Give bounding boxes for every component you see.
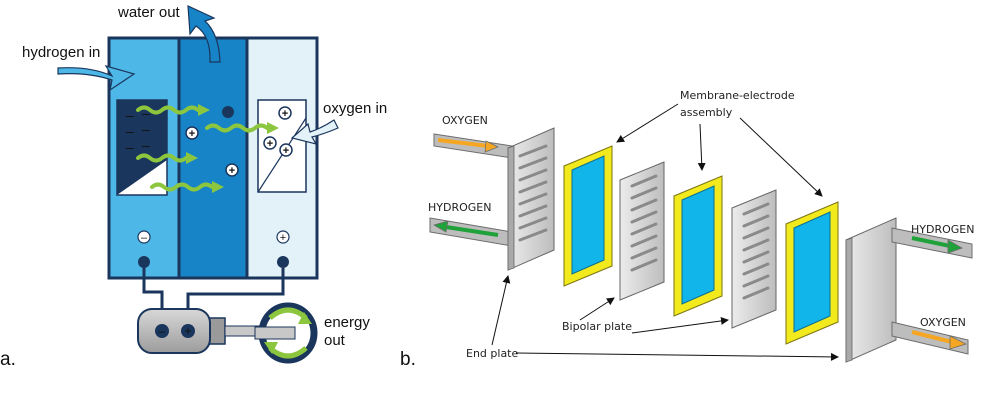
leader-end-plate-left [491,275,511,346]
membrane-electrode-assembly-1 [563,145,613,287]
cathode-plus-1: + [278,106,292,120]
svg-text:–: – [159,324,166,338]
svg-text:+: + [189,128,195,140]
leader-bipolar-2 [631,316,729,334]
oxygen-in-arrow [290,119,339,145]
membrane-electrode-assembly-2 [673,175,723,317]
svg-text:+: + [267,138,273,150]
panel-a-letter: a. [0,349,16,370]
svg-text:+: + [283,145,289,157]
oxygen-left-label: OXYGEN [442,114,488,127]
proton-marker-1: + [185,126,199,140]
hydrogen-in-label: hydrogen in [22,44,100,61]
anode-minus-6: – [142,137,150,153]
energy-out-label-line2: out [324,332,346,349]
panel-b-letter: b. [400,349,416,370]
svg-text:+: + [184,324,191,338]
hydrogen-in-arrow [57,65,136,92]
end-plate-left [507,127,555,271]
wavy-arrow-4 [150,182,214,192]
electric-motor: – + [137,308,271,354]
anode-minus-1: – [126,107,134,123]
svg-text:–: – [141,232,148,244]
membrane-electrode-assembly-3 [785,201,839,345]
oxygen-right-label: OXYGEN [920,316,966,329]
leader-bipolar-1 [579,297,615,321]
right-oxygen-pipe [891,321,969,355]
anode-minus-2: – [142,105,150,121]
left-oxygen-pipe [433,133,513,159]
oxygen-in-label: oxygen in [323,100,387,117]
anode-terminal: – [137,230,151,268]
wavy-arrow-2 [205,123,269,133]
cathode-plus-2: + [263,136,277,150]
wavy-arrow-1 [136,105,200,115]
bipolar-plate-1 [619,161,665,301]
anode-minus-4: – [142,121,150,137]
panel-a: – – – – – – + + + + + [0,4,387,370]
cathode-wire [186,268,285,315]
proton-marker-2: + [225,163,239,177]
ion-markers: + + + + + [185,106,293,177]
left-hydrogen-pipe [429,217,513,247]
svg-text:+: + [229,165,235,177]
right-hydrogen-pipe [891,227,973,259]
end-plate-label: End plate [466,347,518,360]
anode-minus-3: – [126,123,134,139]
proton-flow-arrows [136,105,269,192]
leader-mea-1 [616,103,679,143]
bipolar-plate-label: Bipolar plate [562,320,632,333]
hydrogen-right-label: HYDROGEN [911,223,974,236]
mea-label-line2: assembly [680,106,733,119]
end-plate-right [845,217,897,363]
mea-label-line1: Membrane-electrode [680,89,795,102]
anode-wire [142,268,164,315]
hydrogen-left-label: HYDROGEN [428,201,491,214]
leader-mea-2 [697,123,706,171]
anode-electrode: – – – – – – [116,99,168,196]
svg-text:+: + [282,108,288,120]
cathode-plus-3: + [279,143,293,157]
anode-minus-5: – [126,139,134,155]
panel-b: b. [400,89,974,370]
proton-flow-arrowheads [186,104,279,193]
energy-out-label-line1: energy [324,314,370,331]
wavy-arrow-3 [136,153,188,163]
leader-mea-3 [739,117,823,197]
leader-lines [491,103,839,361]
leader-end-plate-right [515,352,839,361]
water-molecule-dot [222,106,234,118]
water-out-arrow [187,5,221,63]
water-out-label: water out [117,4,181,21]
bipolar-plate-2 [731,189,777,329]
cathode-terminal: + [276,230,290,268]
svg-text:+: + [280,232,286,244]
energy-output-wheel [254,302,318,364]
